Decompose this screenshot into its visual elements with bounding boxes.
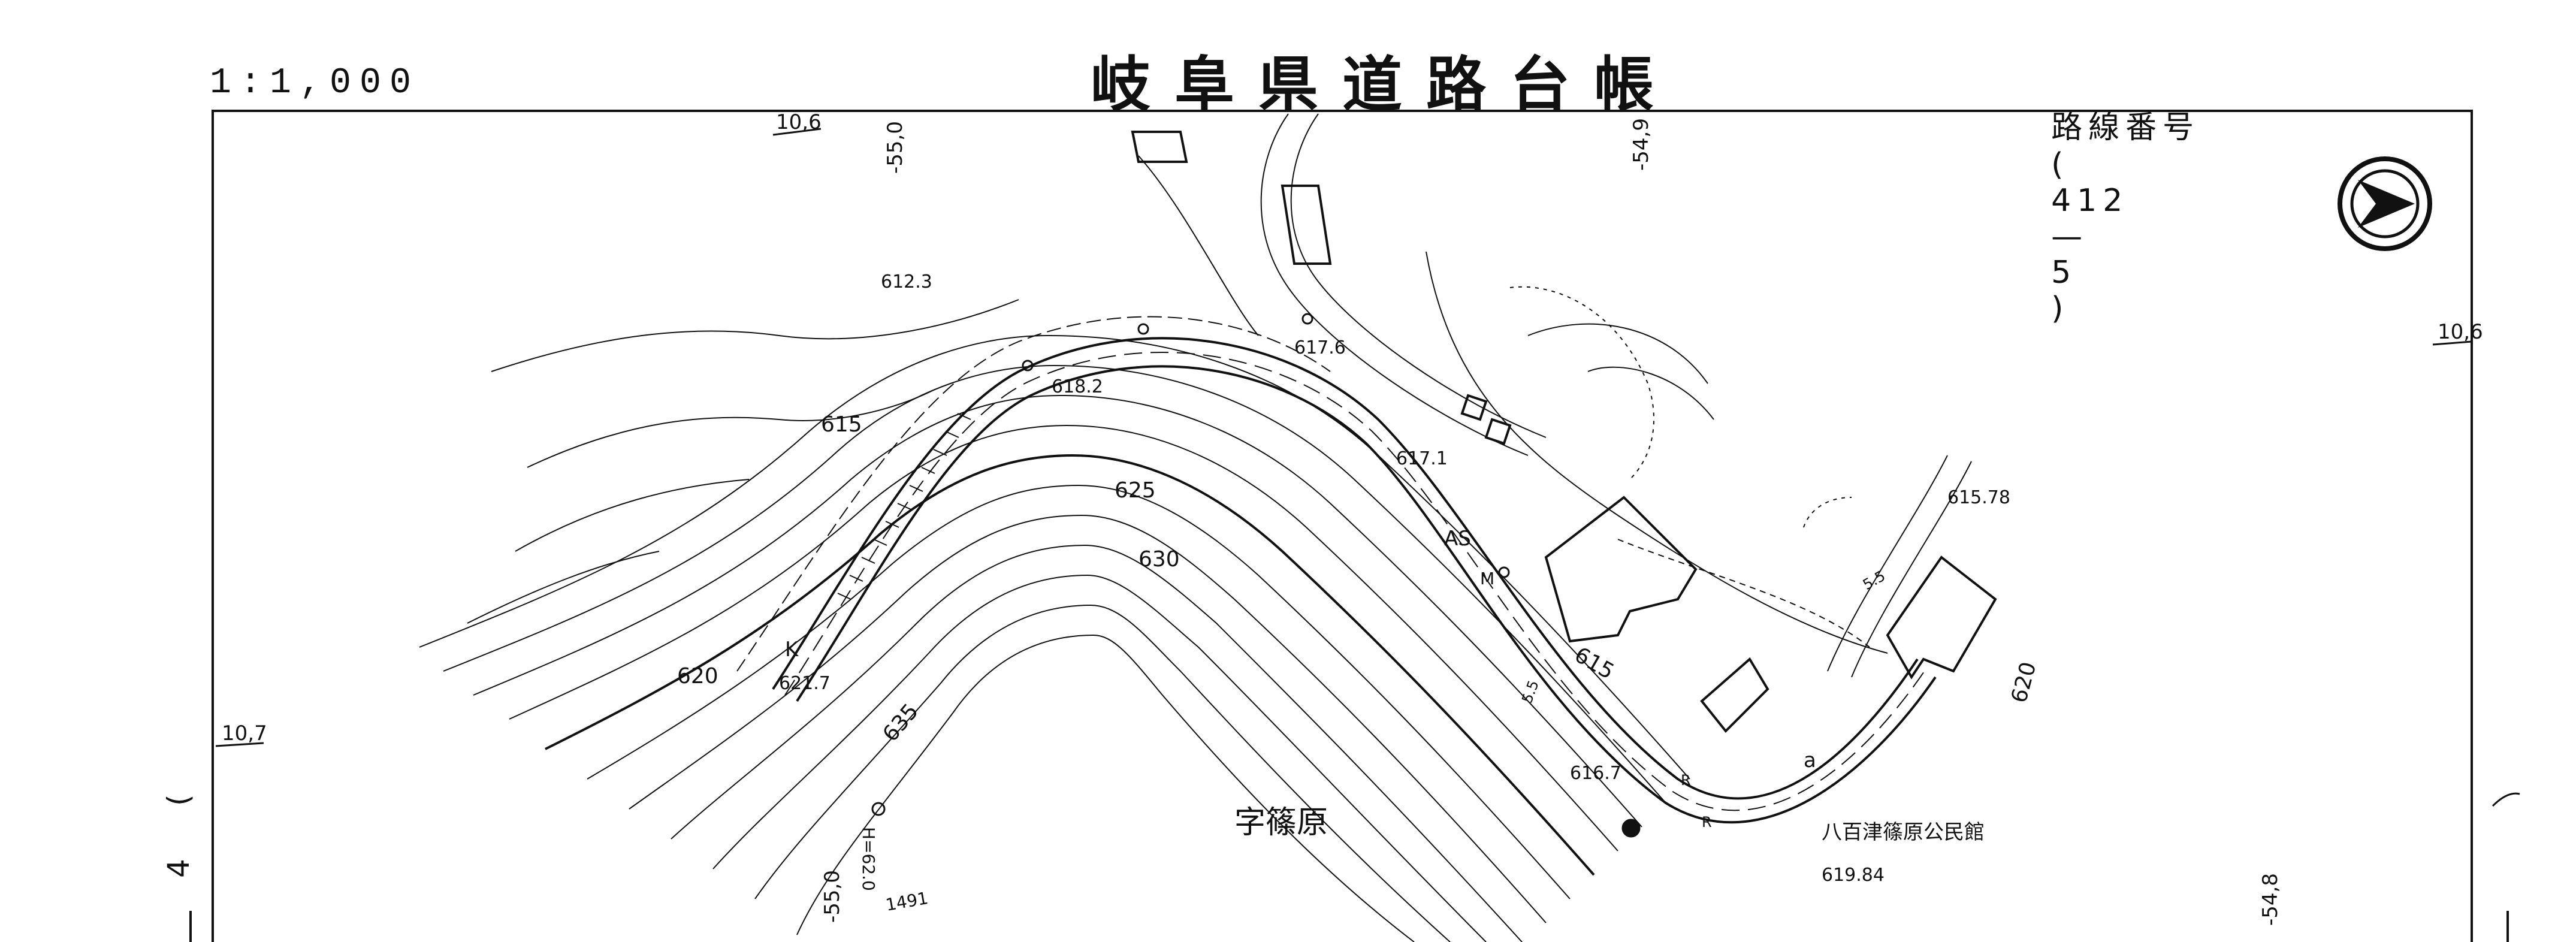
manhole-label: M	[1480, 569, 1494, 588]
route-marker-r1: R	[1681, 772, 1691, 789]
route-marker-r2: R	[1702, 814, 1712, 831]
spot-height-619-84: 619.84	[1822, 865, 1885, 886]
contour-label-625: 625	[1115, 478, 1156, 503]
route-close-paren: )	[2051, 291, 2070, 327]
grid-tick	[2432, 340, 2472, 346]
side-roads	[1138, 113, 1972, 678]
route-number: 路線番号 ( 412 — 5 )	[2019, 66, 2200, 327]
spot-height-618-2: 618.2	[1052, 376, 1103, 397]
kerb-label: K	[785, 638, 799, 662]
page-title: 岐阜県道路台帳	[1091, 50, 1678, 120]
survey-points	[871, 313, 1641, 838]
grid-label-top-left: 10,6	[776, 110, 822, 134]
spot-height-617-1: 617.1	[1396, 448, 1448, 469]
grid-label-right: 10,6	[2438, 320, 2483, 344]
margin-right-arc	[2492, 792, 2520, 807]
road-id-label: 1491	[884, 888, 929, 915]
spot-height-621-7: 621.7	[779, 673, 831, 694]
contour-label-630: 630	[1138, 547, 1180, 572]
route-open-paren: (	[2051, 147, 2070, 183]
grid-label-left: 10,7	[222, 721, 267, 745]
contour-lines	[419, 299, 1690, 942]
spot-height-615-78: 615.78	[1947, 487, 2010, 508]
grid-tick	[215, 742, 264, 747]
contour-label-615: 615	[821, 412, 862, 437]
spot-height-616-7: 616.7	[1570, 763, 1621, 784]
grid-label-top-a: -55,0	[883, 121, 907, 174]
facility-label: 八百津篠原公民館	[1822, 820, 1985, 844]
spot-height-617-6: 617.6	[1294, 337, 1346, 358]
grid-tick	[772, 128, 822, 136]
buildings	[1131, 131, 1997, 733]
grid-label-bottom-a: -55,0	[820, 870, 844, 923]
map-scale: 1:1,000	[210, 63, 420, 104]
map-frame	[212, 110, 2473, 942]
contour-label-620b: 620	[2007, 659, 2041, 705]
route-label: 路線番号	[2051, 110, 2200, 146]
contour-label-635: 635	[878, 699, 923, 747]
area-letter-label: a	[1804, 748, 1816, 772]
route-dash: —	[2051, 219, 2089, 255]
grid-label-bottom-b: -54,8	[2258, 873, 2282, 926]
route-number-b: 5	[2051, 255, 2077, 291]
road-route-412	[736, 316, 1937, 824]
pavement-label: AS	[1444, 527, 1471, 551]
contour-label-620: 620	[677, 664, 718, 689]
spot-height-612-3: 612.3	[881, 271, 932, 292]
north-arrow-icon	[2338, 156, 2432, 251]
route-number-a: 412	[2051, 183, 2129, 219]
grid-label-top-b: -54,9	[1629, 118, 1653, 171]
margin-page-number: 4	[161, 859, 196, 878]
retaining-wall	[837, 413, 971, 600]
place-name-label: 字篠原	[1234, 805, 1328, 841]
road-width-label-a: 5.5	[1518, 678, 1542, 705]
road-code-label: H=62.0	[859, 827, 878, 891]
margin-open-paren: (	[161, 794, 196, 806]
road-width-label-b: 5.5	[1860, 567, 1888, 593]
